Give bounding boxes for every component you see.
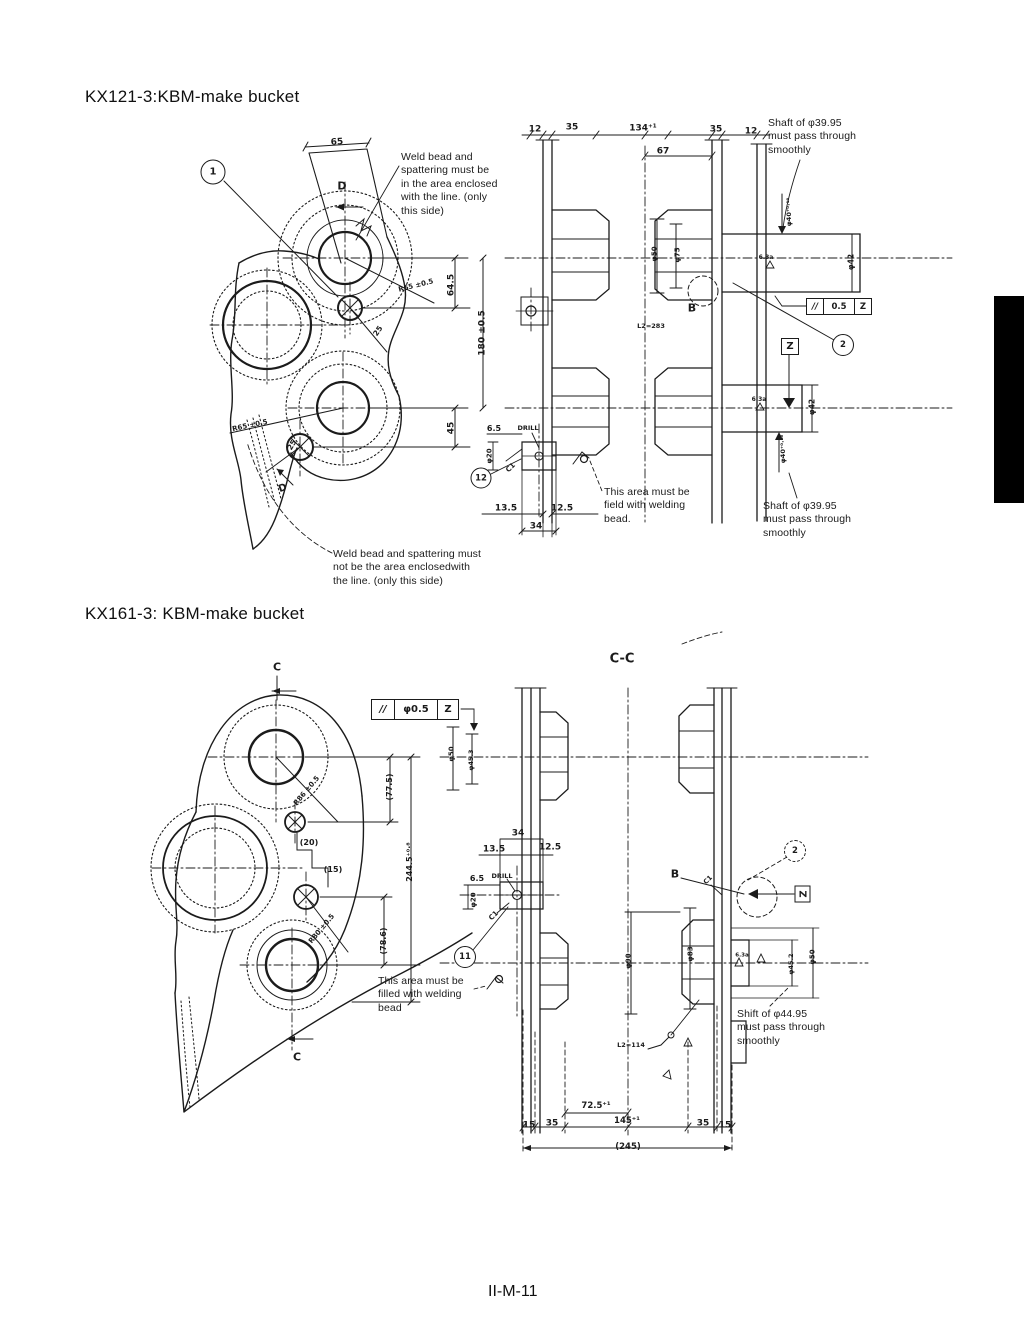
balloon-1: 1 — [200, 159, 226, 185]
dim-label: 35 — [709, 124, 723, 135]
dim-label: 34 — [511, 828, 525, 839]
dim-label: φ75 — [673, 247, 682, 263]
dim-label: 13.5 — [494, 503, 518, 514]
dim-label: 12.5 — [538, 842, 562, 853]
dim-label: C — [292, 1050, 302, 1064]
dim-label: 6.3a — [758, 254, 774, 261]
dim-label: L2=114 — [617, 1040, 645, 1049]
dim-label: L2=283 — [637, 321, 665, 330]
dim-label: φ45.3 — [466, 749, 475, 771]
dim-label: (20) — [299, 838, 319, 847]
note-weld-exclude-f1: Weld bead and spattering must not be the… — [333, 548, 482, 587]
dim-label: φ42 — [807, 398, 817, 416]
dim-label: φ50 — [447, 746, 456, 762]
dim-label: 45 — [446, 421, 457, 435]
dim-label: 134⁺¹ — [629, 123, 657, 134]
dim-label: 145⁺¹ — [614, 1115, 640, 1126]
tolerance-cell: φ0.5 — [395, 700, 438, 719]
dim-label: (245) — [615, 1141, 641, 1152]
dim-label: 35 — [545, 1118, 559, 1129]
dim-label: 12.5 — [550, 503, 574, 514]
tolerance-frame: //0.5 Z — [806, 298, 872, 315]
dim-label: B — [687, 301, 697, 315]
dim-label: 6.5 — [486, 424, 502, 433]
balloon-2: 2 — [784, 840, 806, 862]
dim-label: 35 — [696, 1118, 710, 1129]
dim-label: 65 — [330, 137, 344, 148]
balloon-12: 12 — [470, 467, 492, 489]
tolerance-cell: // — [807, 299, 824, 314]
dim-label: (78.6) — [379, 927, 388, 955]
dim-label: 34 — [529, 521, 543, 532]
dim-label: (77.5) — [385, 773, 394, 801]
dim-label: 64.5 — [446, 273, 457, 297]
tolerance-cell: 0.5 — [824, 299, 855, 314]
dim-label: φ20 — [485, 448, 494, 464]
dim-label: 12 — [744, 126, 758, 137]
dim-label: φ40⁺⁰·¹⁸ — [784, 197, 793, 227]
balloon-11: 11 — [454, 946, 476, 968]
page-number: II-M-11 — [488, 1283, 538, 1300]
dim-label: DRILL — [517, 423, 539, 432]
dim-label: 6.3a — [751, 396, 767, 403]
dim-label: 35 — [565, 122, 579, 133]
note-shaft-pass-top-f1: Shaft of φ39.95 must pass through smooth… — [768, 117, 857, 156]
note-shift-pass-f2: Shift of φ44.95 must pass through smooth… — [737, 1008, 826, 1047]
dim-label: B — [670, 867, 680, 881]
dim-label: D — [337, 179, 347, 193]
dim-label: 6.5 — [469, 874, 485, 883]
dim-label: φ50 — [650, 246, 659, 262]
dim-label: C — [272, 660, 282, 674]
dim-label: φ83 — [686, 946, 695, 962]
dim-label: 13.5 — [482, 844, 506, 855]
tolerance-cell: // — [372, 700, 395, 719]
dim-label: φ45.2 — [786, 953, 795, 975]
tolerance-frame: //φ0.5 Z — [371, 699, 459, 720]
dim-label: φ42 — [846, 253, 856, 271]
dim-label: (15) — [323, 865, 343, 874]
note-shaft-pass-bottom-f1: Shaft of φ39.95 must pass through smooth… — [763, 500, 852, 539]
dim-label: φ90 — [624, 953, 633, 969]
balloon-2: 2 — [832, 334, 854, 356]
dim-label: φ20 — [469, 892, 478, 908]
datum-flag-Z: Z — [794, 885, 811, 903]
note-weld-area-f1: Weld bead and spattering must be in the … — [401, 151, 498, 217]
dim-label: 15 — [522, 1120, 536, 1131]
dim-label: 15 — [718, 1120, 732, 1131]
dim-label: φ50 — [808, 949, 817, 965]
note-weld-fill-f2: This area must be filled with welding be… — [378, 975, 464, 1014]
dim-label: φ40⁺⁰·¹⁸ — [778, 434, 787, 464]
dim-label: 72.5⁺¹ — [581, 1100, 611, 1111]
dim-label: 12 — [528, 124, 542, 135]
dim-label: 67 — [656, 146, 670, 157]
section-index-tab — [994, 296, 1024, 503]
tolerance-cell: Z — [444, 704, 452, 715]
dim-label: DRILL — [491, 871, 513, 880]
dim-label: C-C — [609, 651, 635, 667]
note-weld-fill-f1: This area must be field with welding bea… — [604, 486, 690, 525]
dim-label: 180 ±0.5 — [477, 310, 488, 356]
datum-flag-Z: Z — [781, 338, 799, 355]
dim-label: 244.5⁺⁰·⁸ — [405, 842, 414, 882]
figure1-title: KX121-3:KBM-make bucket — [85, 87, 300, 106]
dim-label: 6.3a — [735, 952, 749, 959]
figure2-title: KX161-3: KBM-make bucket — [85, 604, 305, 623]
tolerance-cell: Z — [859, 301, 867, 312]
